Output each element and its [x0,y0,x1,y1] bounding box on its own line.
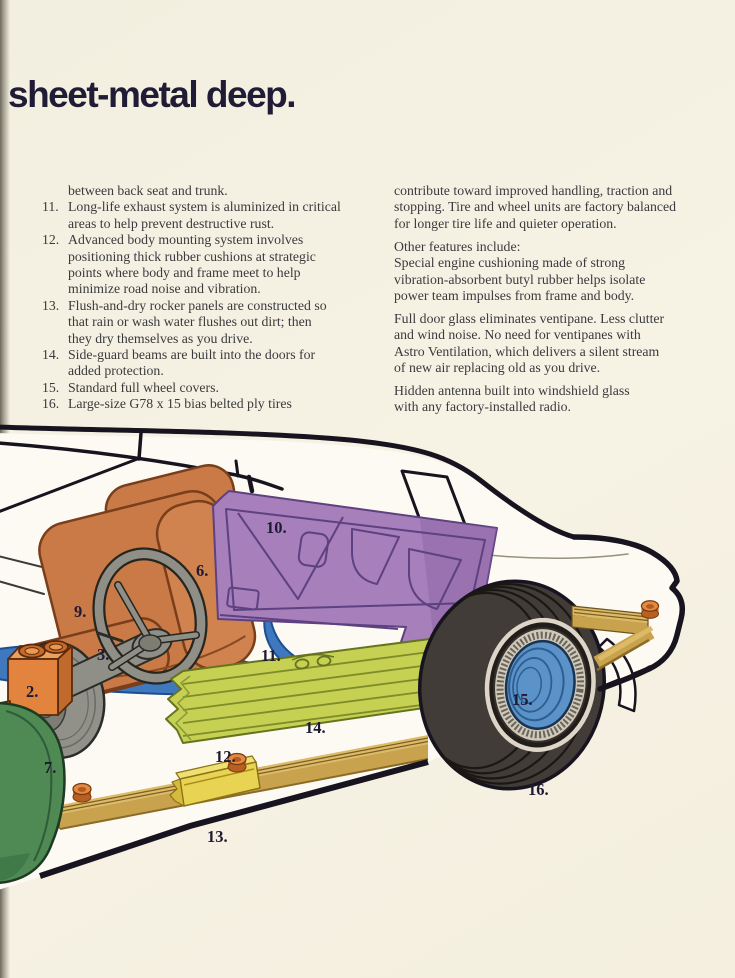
feature-list-item: 16. Large-size G78 x 15 bias belted ply t… [42,396,382,412]
callout-labels: 2. 3. 6. 7. 9. 10. 11. 12. 13. 14. 15. 16. [26,518,549,846]
feature-list-item: 14. Side-guard beams are built into the d… [42,347,382,380]
item-number: 13. [42,297,60,313]
front-fender [0,701,66,885]
callout-label-16: 16. [528,780,549,799]
numbered-feature-list: 11. Long-life exhaust system is aluminize… [42,199,382,412]
rocker-body-line [39,759,429,879]
list-continuation-line: between back seat and trunk. [68,183,228,198]
item-text: Advanced body mounting system involves p… [68,232,316,297]
feature-paragraph: Hidden antenna built into windshield gla… [394,382,630,415]
feature-list-column: between back seat and trunk. 11. Long-lif… [42,183,382,413]
item-number: 12. [42,232,60,248]
feature-paragraph: Full door glass eliminates ventipane. Le… [394,310,665,376]
item-number: 14. [42,347,60,363]
callout-label-2: 2. [26,682,38,701]
rear-frame-rail [571,605,655,672]
item-text: Large-size G78 x 15 bias belted ply tire… [68,396,292,412]
callout-label-6: 6. [196,561,208,580]
callout-label-10: 10. [266,518,287,537]
callout-label-3: 3. [97,645,109,664]
feature-list-item: 11. Long-life exhaust system is aluminize… [42,199,382,232]
rubber-cushion [72,782,92,803]
callout-label-12: 12. [215,747,236,766]
feature-list-item: 12. Advanced body mounting system involve… [42,232,382,298]
car-cutaway-illustration: 2. 3. 6. 7. 9. 10. 11. 12. 13. 14. 15. 16. [0,424,686,890]
item-text: Flush-and-dry rocker panels are construc… [68,297,327,346]
callout-label-9: 9. [74,602,86,621]
page-title: sheet-metal deep. [8,74,297,115]
item-number: 15. [42,379,60,395]
feature-list-item: 15. Standard full wheel covers. [42,380,382,396]
features-text-column: contribute toward improved handling, tra… [394,183,719,422]
callout-label-15: 15. [512,690,533,709]
item-text: Standard full wheel covers. [68,379,219,395]
callout-label-7: 7. [44,758,56,777]
callout-label-13: 13. [207,827,228,846]
steering-wheel [43,547,208,703]
item-text: Side-guard beams are built into the door… [68,347,316,379]
feature-list-item: 13. Flush-and-dry rocker panels are const… [42,298,382,347]
rear-lower-outline [597,665,653,692]
callout-label-11: 11. [261,646,281,665]
callout-label-14: 14. [305,718,326,737]
item-text: Long-life exhaust system is aluminized i… [68,199,341,231]
item-number: 11. [42,199,59,215]
feature-paragraph: contribute toward improved handling, tra… [394,183,676,231]
rubber-cushion [640,600,660,619]
item-number: 16. [42,396,60,412]
tire-and-wheel [414,579,606,791]
door-inner-panel [212,490,498,660]
feature-paragraph: Other features include: Special engine c… [394,238,646,303]
